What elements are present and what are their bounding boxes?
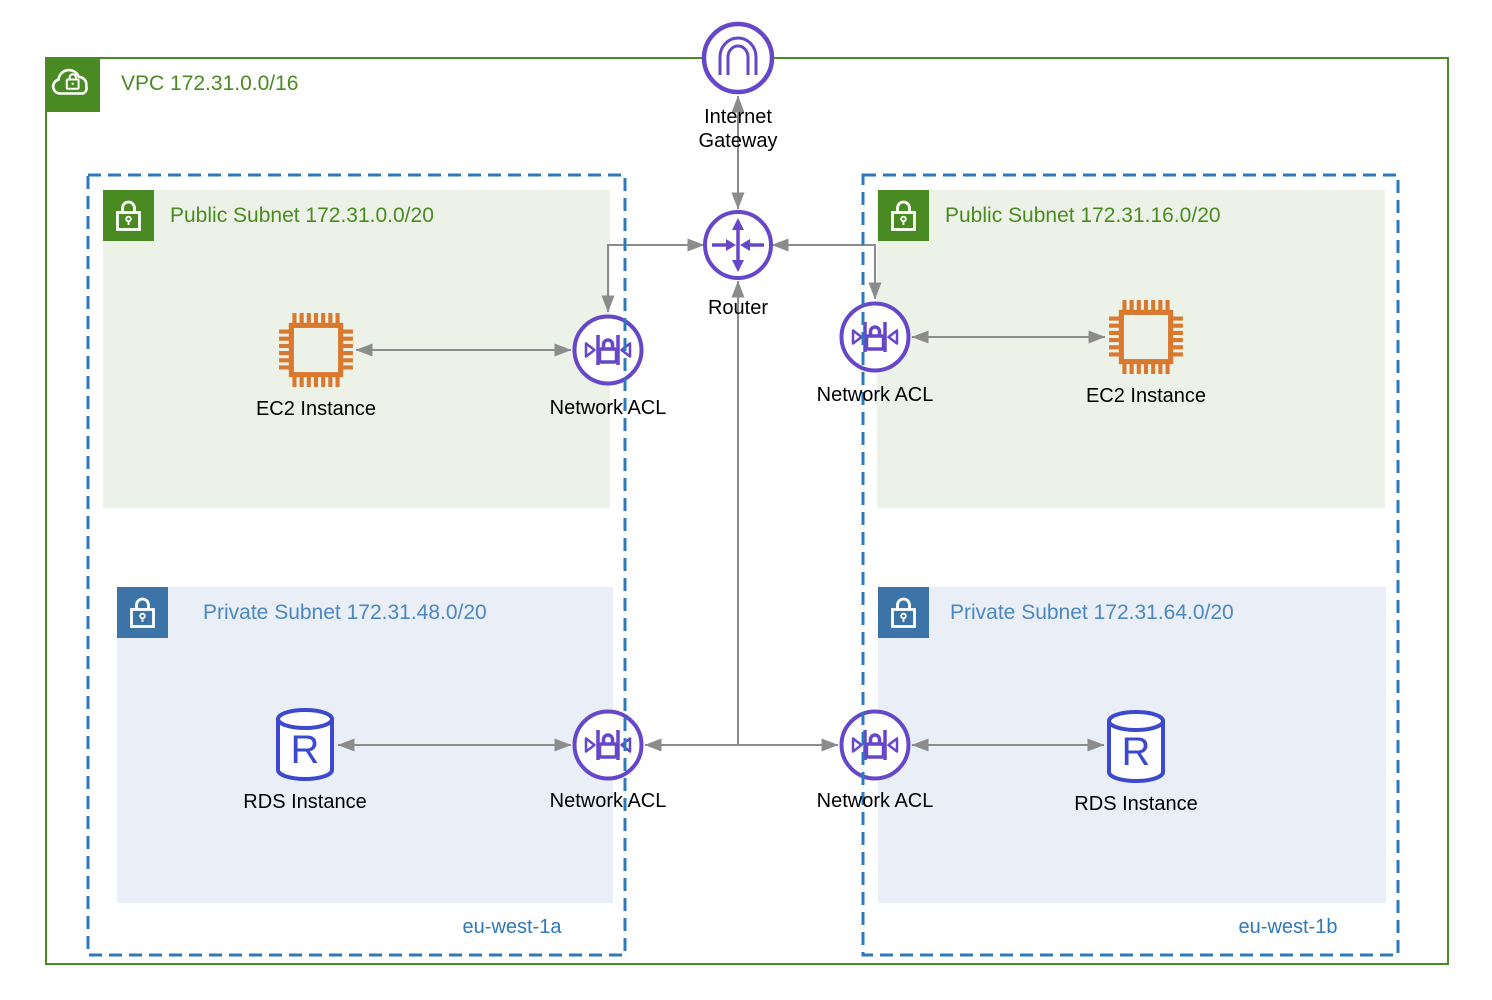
network-acl-public-left-label: Network ACL [549, 397, 667, 419]
public-subnet-a-region [103, 190, 610, 508]
ec2-instance-right-icon [1107, 298, 1185, 381]
private-subnet-b-label: Private Subnet 172.31.64.0/20 [950, 601, 1234, 624]
private-subnet-b-lock-icon [878, 587, 929, 638]
ec2-instance-left-label: EC2 Instance [255, 398, 377, 420]
vpc-label: VPC 172.31.0.0/16 [121, 72, 299, 95]
network-acl-private-right-icon [838, 708, 912, 787]
public-subnet-a-lock-icon [103, 190, 154, 241]
rds-instance-left-label: RDS Instance [243, 791, 367, 813]
internet-gateway-icon [698, 18, 778, 103]
public-subnet-a-label: Public Subnet 172.31.0.0/20 [170, 204, 434, 227]
network-acl-private-left-label: Network ACL [549, 790, 667, 812]
rds-instance-right-label: RDS Instance [1074, 793, 1198, 815]
vpc-cloud-icon [45, 57, 100, 112]
rds-left-letter: R [291, 728, 320, 772]
private-subnet-a-label: Private Subnet 172.31.48.0/20 [203, 601, 487, 624]
ec2-instance-right-label: EC2 Instance [1085, 385, 1207, 407]
rds-right-letter: R [1122, 730, 1151, 774]
internet-gateway-label: Internet Gateway [699, 105, 778, 153]
availability-zone-a-label: eu-west-1a [462, 916, 562, 938]
internet-gateway-label-line2: Gateway [698, 130, 778, 152]
router-label: Router [707, 297, 769, 319]
rds-instance-left-icon: R [275, 706, 335, 789]
rds-instance-right-icon: R [1106, 708, 1166, 791]
ec2-instance-left-icon [277, 311, 355, 394]
network-acl-private-right-label: Network ACL [816, 790, 934, 812]
network-acl-private-left-icon [571, 708, 645, 787]
public-subnet-b-label: Public Subnet 172.31.16.0/20 [945, 204, 1221, 227]
network-acl-public-right-label: Network ACL [816, 384, 934, 406]
private-subnet-a-region [117, 587, 613, 903]
availability-zone-b-label: eu-west-1b [1238, 916, 1338, 938]
private-subnet-a-lock-icon [117, 587, 168, 638]
internet-gateway-label-line1: Internet [704, 106, 772, 128]
network-acl-public-right-icon [838, 300, 912, 379]
public-subnet-b-lock-icon [878, 190, 929, 241]
network-acl-public-left-icon [571, 313, 645, 392]
router-icon [701, 208, 775, 287]
